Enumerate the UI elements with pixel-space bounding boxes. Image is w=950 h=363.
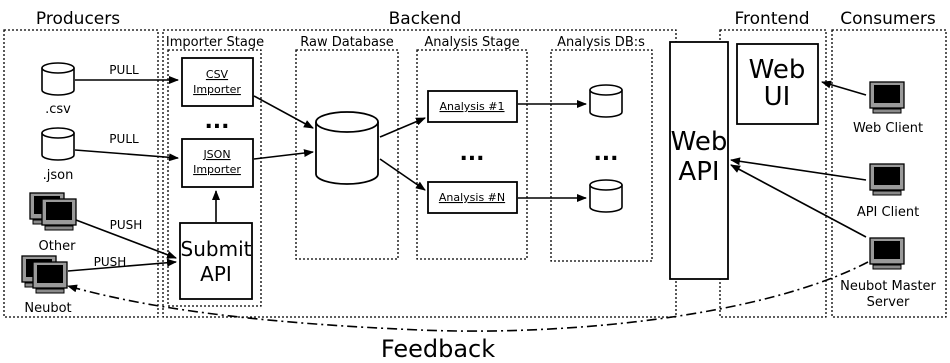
web-client-to-ui-arrow bbox=[821, 80, 867, 96]
api-client-computer-icon bbox=[869, 163, 905, 196]
web-ui-line1: Web bbox=[749, 55, 806, 85]
other-computer-icon bbox=[29, 192, 77, 231]
neubot-push-label: PUSH bbox=[94, 255, 127, 269]
submit-api-box bbox=[179, 222, 253, 300]
web-client-label: Web Client bbox=[853, 121, 923, 136]
producers-heading: Producers bbox=[36, 9, 120, 29]
csv-file-icon bbox=[41, 62, 75, 96]
json-file-icon bbox=[41, 127, 75, 161]
csv-importer-box bbox=[181, 57, 254, 107]
csv-to-rawdb-arrow bbox=[253, 95, 314, 129]
neubot-push-arrow bbox=[67, 258, 177, 272]
submit-api-line1: Submit bbox=[181, 237, 252, 261]
analysis-ellipsis: ... bbox=[459, 141, 484, 166]
json-pull-arrow bbox=[74, 149, 179, 162]
json-pull-label: PULL bbox=[109, 132, 139, 146]
analysis-stage-label: Analysis Stage bbox=[424, 35, 519, 50]
producers-area bbox=[3, 29, 159, 318]
api-client-to-api-arrow bbox=[730, 157, 867, 181]
json-to-rawdb-arrow bbox=[253, 149, 314, 160]
neubot-label: Neubot bbox=[24, 301, 71, 316]
json-label: .json bbox=[43, 168, 74, 183]
raw-database-icon bbox=[315, 111, 379, 185]
web-api-box bbox=[669, 41, 729, 280]
consumers-heading: Consumers bbox=[840, 9, 936, 29]
neubot-master-to-api-arrow bbox=[730, 164, 867, 238]
json-importer-box bbox=[181, 138, 254, 188]
consumers-area bbox=[831, 29, 947, 318]
importer-stage-area bbox=[167, 49, 262, 307]
raw-database-label: Raw Database bbox=[300, 35, 394, 50]
neubot-master-computer-icon bbox=[869, 237, 905, 270]
rawdb-to-analysis1-arrow bbox=[379, 117, 426, 138]
feedback-label: Feedback bbox=[381, 335, 495, 363]
csv-label: .csv bbox=[45, 102, 71, 117]
web-api-line2: API bbox=[678, 157, 719, 187]
json-importer-line1: JSON bbox=[202, 148, 230, 161]
other-label: Other bbox=[39, 239, 77, 254]
other-push-label: PUSH bbox=[110, 218, 143, 232]
json-importer-line2: Importer bbox=[193, 163, 241, 176]
rawdb-to-analysisn-arrow bbox=[379, 158, 426, 191]
frontend-heading: Frontend bbox=[734, 9, 809, 29]
importer-stage-label: Importer Stage bbox=[166, 35, 264, 50]
analysis-db-1-icon bbox=[589, 84, 623, 118]
csv-pull-label: PULL bbox=[109, 63, 139, 77]
web-ui-line2: UI bbox=[764, 82, 791, 112]
importer-ellipsis: ... bbox=[204, 109, 229, 134]
neubot-computer-icon bbox=[21, 255, 68, 294]
web-ui-box bbox=[736, 43, 819, 125]
api-client-label: API Client bbox=[857, 205, 919, 220]
neubot-master-line2: Server bbox=[867, 295, 910, 310]
web-client-computer-icon bbox=[869, 81, 905, 114]
csv-importer-line2: Importer bbox=[193, 83, 241, 96]
neubot-master-line1: Neubot Master bbox=[840, 279, 936, 294]
analysis-n-box bbox=[427, 181, 518, 214]
web-api-line1: Web bbox=[671, 127, 728, 157]
analysis-n-label: Analysis #N bbox=[439, 191, 505, 204]
submit-api-line2: API bbox=[200, 262, 232, 286]
analysis-dbs-label: Analysis DB:s bbox=[557, 35, 645, 50]
feedback-arrow bbox=[67, 261, 869, 332]
analysis-db-n-icon bbox=[589, 179, 623, 213]
other-push-arrow bbox=[75, 219, 177, 259]
analysis-1-label: Analysis #1 bbox=[439, 100, 504, 113]
analysis-stage-area bbox=[416, 49, 528, 260]
analysis-db-ellipsis: ... bbox=[593, 141, 618, 166]
csv-importer-line1: CSV bbox=[206, 68, 229, 81]
analysis-1-box bbox=[427, 90, 518, 123]
backend-heading: Backend bbox=[389, 9, 462, 29]
